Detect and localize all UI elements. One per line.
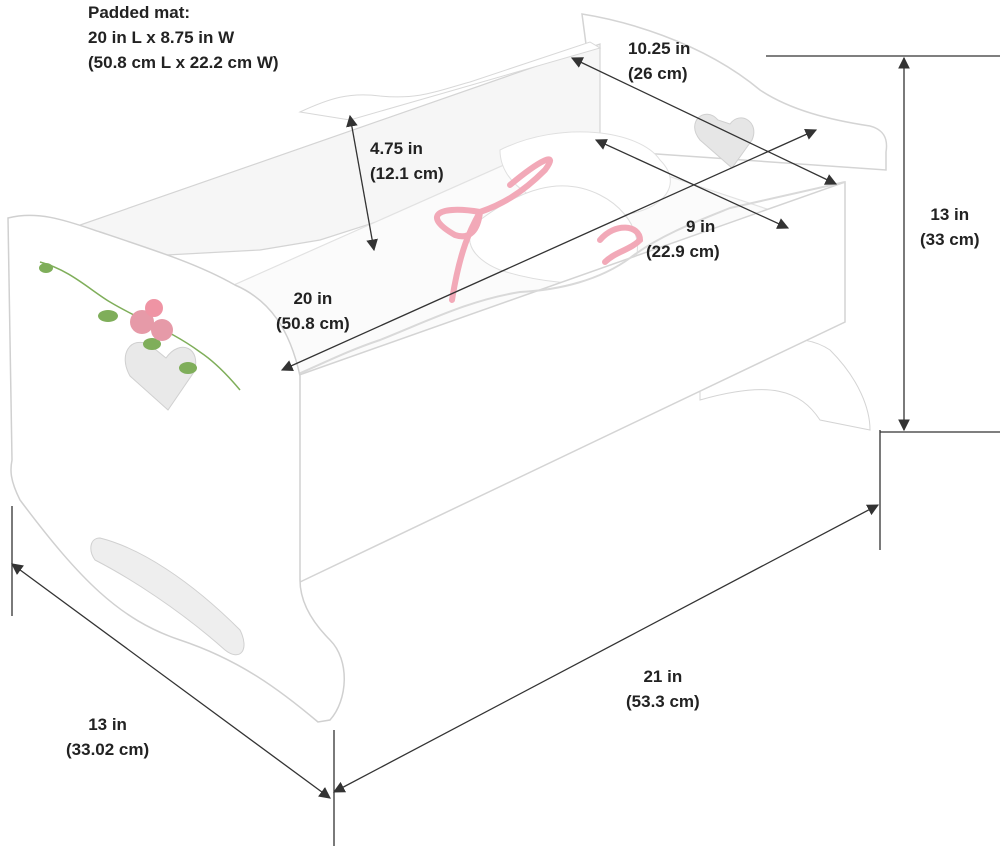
total-height-metric: (33 cm) (920, 230, 980, 249)
total-width-label: 13 in (33.02 cm) (66, 712, 149, 762)
total-width-metric: (33.02 cm) (66, 740, 150, 759)
dim-inner-length (280, 128, 818, 372)
mat-imperial: 20 in L x 8.75 in W (88, 28, 235, 47)
rose-icon (130, 310, 154, 334)
leaf-icon (179, 362, 197, 374)
inner-length-label: 20 in (50.8 cm) (276, 286, 350, 336)
dim-total-length (332, 504, 880, 793)
inner-width-metric: (22.9 cm) (646, 242, 720, 261)
rose-icon (151, 319, 173, 341)
dimension-lines (11, 55, 1000, 846)
heart-icon (124, 341, 197, 411)
total-length-imperial: 21 in (643, 667, 683, 686)
side-depth-label: 4.75 in (12.1 cm) (370, 136, 444, 186)
leaf-icon (39, 263, 53, 273)
mat-dimension-label: Padded mat: 20 in L x 8.75 in W (50.8 cm… (88, 0, 279, 75)
total-width-imperial: 13 in (88, 715, 127, 734)
inner-length-metric: (50.8 cm) (276, 314, 350, 333)
side-depth-imperial: 4.75 in (370, 139, 423, 158)
back-wall-top-edge (298, 41, 602, 121)
dim-total-width (11, 563, 331, 799)
rose-icon (145, 299, 163, 317)
mat-metric: (50.8 cm L x 22.2 cm W) (88, 53, 279, 72)
total-length-label: 21 in (53.3 cm) (626, 664, 700, 714)
leaf-icon (98, 310, 118, 322)
headboard-width-imperial: 10.25 in (628, 39, 691, 58)
inner-length-imperial: 20 in (293, 289, 333, 308)
total-height-imperial: 13 in (930, 205, 970, 224)
total-length-metric: (53.3 cm) (626, 692, 700, 711)
leaf-icon (143, 338, 161, 350)
side-depth-metric: (12.1 cm) (370, 164, 444, 183)
mat-title: Padded mat: (88, 3, 191, 22)
headboard-width-label: 10.25 in (26 cm) (628, 36, 690, 86)
total-height-label: 13 in (33 cm) (920, 202, 980, 252)
inner-width-label: 9 in (22.9 cm) (646, 214, 720, 264)
inner-width-imperial: 9 in (686, 217, 716, 236)
headboard-width-metric: (26 cm) (628, 64, 688, 83)
